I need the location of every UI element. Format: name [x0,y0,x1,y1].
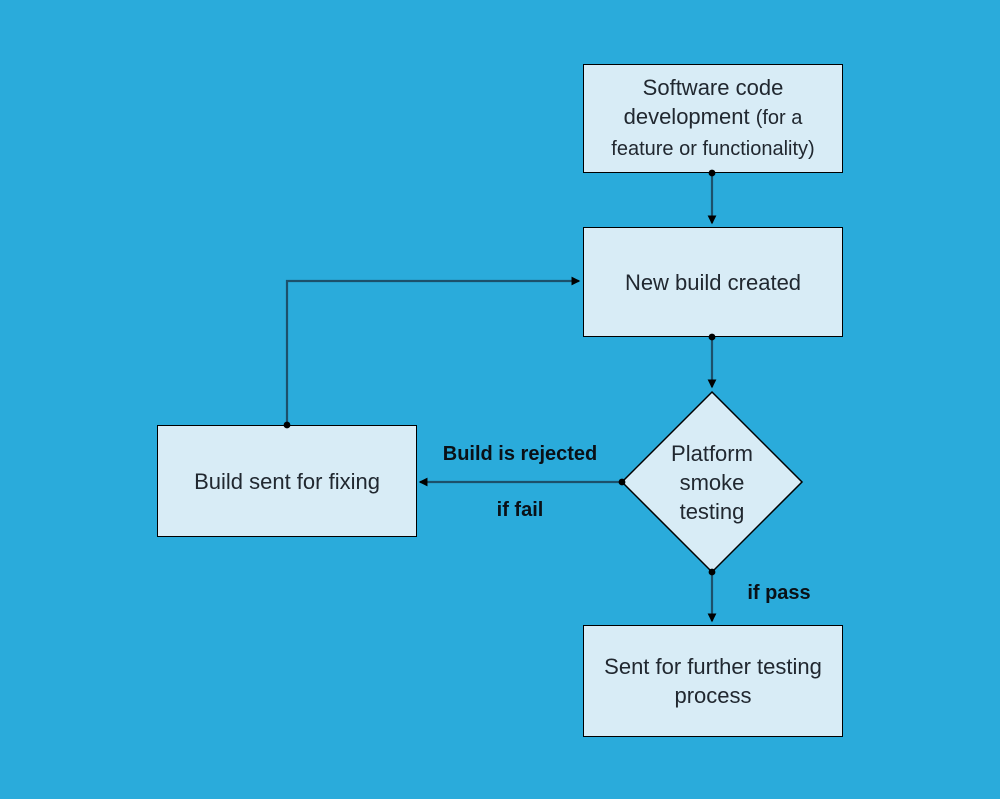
node-smoke-testing-label: Platform smoke testing [671,440,753,524]
edge-label-if-fail: if fail [496,499,544,521]
node-title: Software code development [623,75,784,129]
connector-dot-test-left [618,478,626,486]
node-software-development: Software code development (for a feature… [583,64,843,173]
node-new-build-label: New build created [624,269,802,295]
node-build-fix-label: Build sent for fixing [194,468,380,494]
node-further-testing-label: Sent for further testing process [604,654,822,708]
node-new-build-created: New build created [583,227,843,337]
edge-fix-to-build [285,276,581,423]
edge-label-build-rejected: Build is rejected [442,443,598,465]
connector-dot-test-bottom [708,568,716,576]
edge-label-if-pass: if pass [747,582,811,604]
node-sent-for-further-testing: Sent for further testing process [583,625,843,737]
node-build-sent-for-fixing: Build sent for fixing [157,425,417,537]
node-platform-smoke-testing: Platform smoke testing [657,430,767,534]
node-software-development-label: Software code development (for a feature… [600,73,826,164]
node-note: (for a feature or functionality) [611,107,815,160]
